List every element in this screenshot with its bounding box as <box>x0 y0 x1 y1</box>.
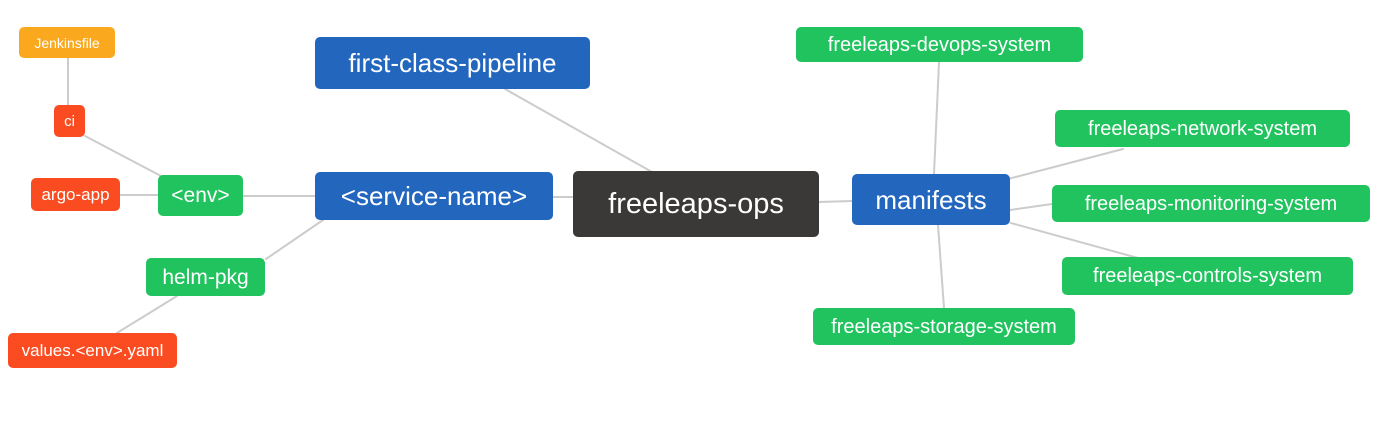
edge-freeleaps-ops-manifests <box>818 200 853 203</box>
node-label: freeleaps-monitoring-system <box>1084 192 1338 215</box>
node-helm-pkg[interactable]: helm-pkg <box>146 258 265 296</box>
node-label: helm-pkg <box>162 265 249 289</box>
node-values-env-yaml[interactable]: values.<env>.yaml <box>8 333 177 368</box>
edge-ci-env <box>84 135 162 177</box>
node-label: freeleaps-network-system <box>1088 117 1317 140</box>
node-label: freeleaps-controls-system <box>1093 265 1322 287</box>
node-label: freeleaps-devops-system <box>827 33 1052 56</box>
edge-manifests-freeleaps-controls-system <box>1010 222 1139 259</box>
node-label: freeleaps-ops <box>608 187 784 220</box>
node-service-name[interactable]: <service-name> <box>315 172 553 220</box>
node-label: <service-name> <box>340 181 528 211</box>
edge-manifests-freeleaps-storage-system <box>937 224 945 309</box>
node-label: first-class-pipeline <box>348 48 557 78</box>
edge-helm-pkg-service-name <box>265 219 324 260</box>
node-freeleaps-controls-system[interactable]: freeleaps-controls-system <box>1062 257 1353 295</box>
node-label: <env> <box>171 184 230 207</box>
node-label: Jenkinsfile <box>34 34 100 51</box>
edge-values-env-yaml-helm-pkg <box>116 295 178 334</box>
node-label: argo-app <box>41 185 110 204</box>
node-manifests[interactable]: manifests <box>852 174 1010 225</box>
node-freeleaps-storage-system[interactable]: freeleaps-storage-system <box>813 308 1075 345</box>
node-ci[interactable]: ci <box>54 105 85 137</box>
node-freeleaps-devops-system[interactable]: freeleaps-devops-system <box>796 27 1083 62</box>
node-label: values.<env>.yaml <box>21 341 164 360</box>
node-freeleaps-ops[interactable]: freeleaps-ops <box>573 171 819 237</box>
edge-manifests-freeleaps-devops-system <box>933 61 940 175</box>
node-label: freeleaps-storage-system <box>831 315 1057 338</box>
edge-manifests-freeleaps-monitoring-system <box>1009 203 1053 211</box>
node-label: ci <box>64 112 75 130</box>
node-freeleaps-network-system[interactable]: freeleaps-network-system <box>1055 110 1350 147</box>
edge-manifests-freeleaps-network-system <box>1007 148 1124 180</box>
node-freeleaps-monitoring-system[interactable]: freeleaps-monitoring-system <box>1052 185 1370 222</box>
edge-first-class-pipeline-freeleaps-ops <box>504 88 653 173</box>
node-label: manifests <box>875 184 987 215</box>
node-jenkinsfile[interactable]: Jenkinsfile <box>19 27 115 58</box>
node-argo-app[interactable]: argo-app <box>31 178 120 211</box>
node-env[interactable]: <env> <box>158 175 243 216</box>
node-first-class-pipeline[interactable]: first-class-pipeline <box>315 37 590 89</box>
